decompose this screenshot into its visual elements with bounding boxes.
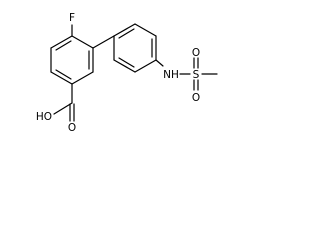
double-bond-inner [118,28,135,39]
ring-a [50,35,94,85]
bond [134,23,157,37]
carboxyl-group [53,83,75,122]
bond [50,35,73,49]
bond-c-n [155,59,164,67]
atom-sulfonyl-oxygen-bottom: O [192,92,200,104]
molecule-svg: F HO O NH S O O [36,12,218,134]
bond [113,59,136,73]
atom-hydroxyl: HO [36,111,52,123]
atom-fluorine: F [69,12,75,24]
double-bond-inner [55,69,72,80]
bond [134,59,157,73]
structure-diagram: F HO O NH S O O [0,0,235,150]
double-bond-inner [118,57,135,68]
sulfonamide-group [155,57,218,91]
atom-sulfur: S [193,69,200,81]
bond [71,35,94,49]
double-bond-inner [55,40,72,51]
bond-c-oh [53,102,73,115]
bond [71,71,94,85]
bond-biaryl [92,35,115,49]
bond [113,23,136,37]
atom-sulfonyl-oxygen-top: O [192,47,200,59]
atom-carbonyl-oxygen: O [68,122,76,134]
atom-amine: NH [163,69,179,81]
ring-b [113,23,157,73]
bond [50,71,73,85]
